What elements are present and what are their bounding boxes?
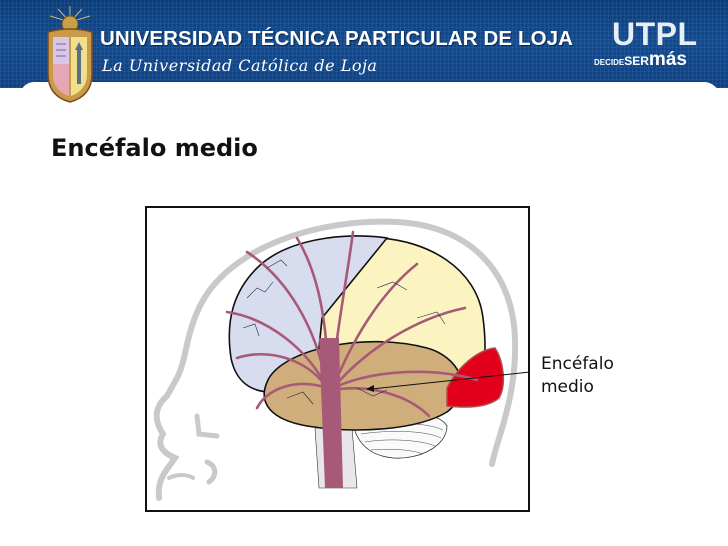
brain-figure [145,206,530,512]
brain-illustration [153,218,519,501]
callout-label-line2: medio [541,377,594,397]
utpl-logo-text: UTPL [612,16,698,52]
callout-label-line1: Encéfalo [541,354,614,374]
header-white-tab [20,82,720,122]
university-crest-icon [47,6,93,103]
header-banner [0,0,728,88]
slogan-mas: más [648,49,687,70]
university-tagline: La Universidad Católica de Loja [102,56,378,75]
slogan-decide: DECIDE [594,58,625,67]
callout-label: Encéfalo medio [541,353,614,399]
slogan-ser: SER [624,54,649,68]
slide-title: Encéfalo medio [51,134,258,162]
university-name: UNIVERSIDAD TÉCNICA PARTICULAR DE LOJA [100,27,574,50]
slogan: DECIDESERmás [594,49,687,71]
slide-header: UNIVERSIDAD TÉCNICA PARTICULAR DE LOJA L… [0,0,728,122]
